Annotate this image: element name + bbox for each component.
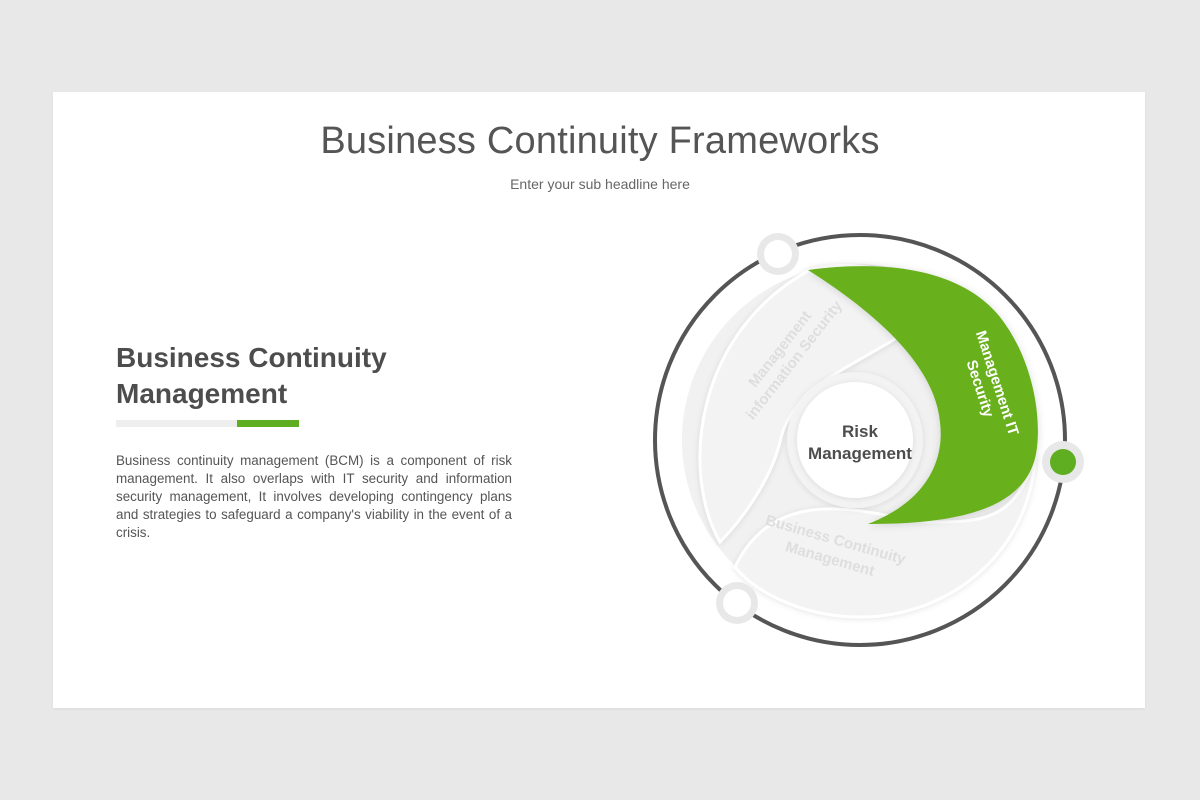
ring-dot-top — [757, 233, 799, 275]
section-heading: Business Continuity Management — [116, 342, 387, 409]
cycle-diagram-svg: Risk Management Management IT Security M… — [653, 233, 1084, 647]
center-circle — [797, 382, 913, 498]
divider-accent — [237, 420, 299, 427]
outer-ring — [653, 233, 1067, 647]
section-body-text: Business continuity management (BCM) is … — [116, 453, 512, 540]
heading-divider — [116, 420, 299, 427]
cycle-diagram: Risk Management Management IT Security M… — [640, 222, 1100, 667]
center-label-management: Management — [808, 444, 912, 463]
slide-subtitle: Enter your sub headline here — [510, 176, 690, 192]
ring-dot-right — [1042, 441, 1084, 483]
slide-title: Business Continuity Frameworks — [320, 120, 880, 162]
ring-dot-bottom — [716, 582, 758, 624]
center-label-risk: Risk — [842, 422, 878, 441]
segment-it-security — [808, 266, 1038, 524]
